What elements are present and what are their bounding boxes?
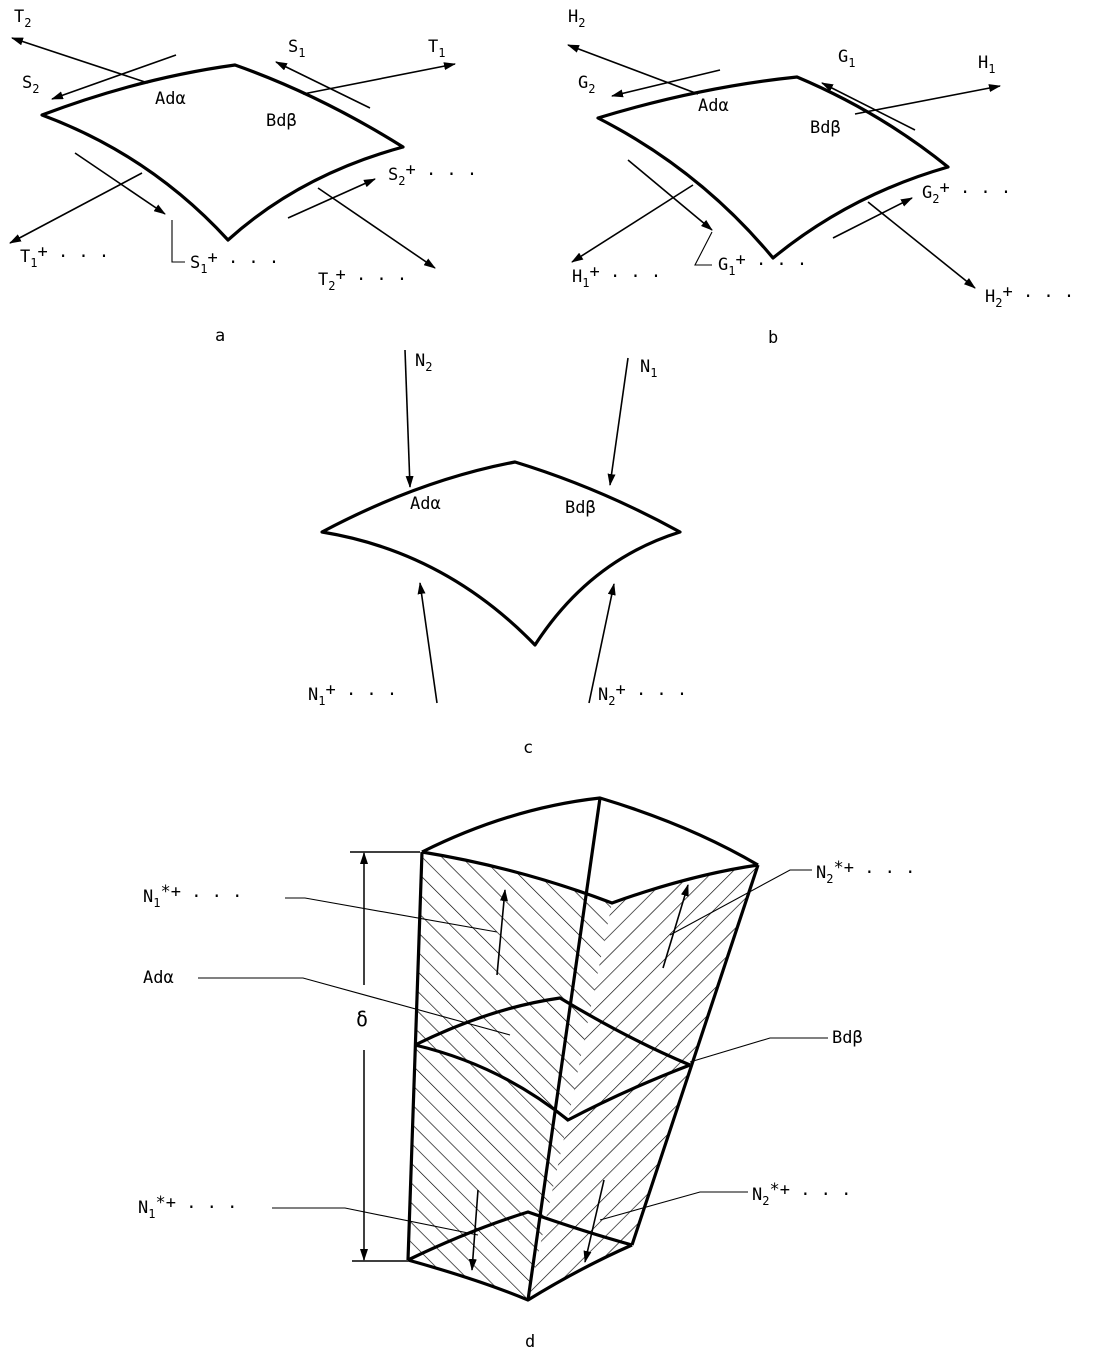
caption-b: b bbox=[768, 328, 778, 348]
arrow-T1plus bbox=[9, 172, 143, 244]
label-Ada-c: Adα bbox=[410, 494, 441, 514]
arrow-N2 bbox=[404, 349, 414, 488]
shell-element-c bbox=[320, 460, 682, 647]
arrow-S2 bbox=[51, 54, 177, 100]
label-Bdb-b: Bdβ bbox=[810, 118, 841, 138]
leader-N1star-top bbox=[285, 897, 498, 933]
arrow-S1plus bbox=[74, 152, 166, 215]
label-T1plus: T1+ . . . bbox=[20, 242, 109, 270]
label-S1: S1 bbox=[288, 37, 305, 60]
label-G1: G1 bbox=[838, 47, 855, 70]
label-T2: T2 bbox=[14, 7, 31, 30]
leader-Ada bbox=[198, 977, 511, 1036]
label-Ada-d: Adα bbox=[143, 968, 174, 988]
label-G2: G2 bbox=[578, 73, 595, 96]
label-S2: S2 bbox=[22, 73, 39, 96]
leader-Bdb bbox=[689, 1037, 828, 1063]
caption-d: d bbox=[525, 1332, 535, 1352]
arrow-T1 bbox=[302, 62, 456, 95]
arrow-N1star-bot bbox=[468, 1189, 479, 1271]
top-edge-front bbox=[421, 850, 759, 905]
label-Ada-a: Adα bbox=[155, 89, 186, 109]
label-Ada-b: Adα bbox=[698, 96, 729, 116]
label-T1: T1 bbox=[428, 37, 445, 60]
right-edge bbox=[630, 864, 760, 1246]
label-N1star-bot: N1*+ . . . bbox=[138, 1193, 237, 1221]
label-Bdb-a: Bdβ bbox=[266, 111, 297, 131]
mid-surface-edge bbox=[414, 996, 691, 1067]
label-N1star-top: N1*+ . . . bbox=[143, 882, 242, 910]
label-S1plus: S1+ . . . bbox=[190, 248, 279, 276]
label-G1plus: G1+ . . . bbox=[718, 250, 807, 278]
arrow-N2star-top bbox=[662, 884, 689, 969]
arrow-N2star-bot bbox=[583, 1179, 605, 1263]
arrow-H2plus bbox=[867, 201, 976, 289]
arrow-H2 bbox=[567, 44, 699, 95]
arrow-T2plus bbox=[317, 187, 436, 269]
mid-surface-front bbox=[414, 1043, 691, 1122]
arrow-T2 bbox=[11, 37, 149, 84]
arrow-S1 bbox=[275, 61, 371, 109]
caption-a: a bbox=[215, 326, 225, 346]
label-N2star-bot: N2*+ . . . bbox=[752, 1180, 851, 1208]
arrow-N2plus bbox=[588, 583, 616, 704]
arrow-S2plus bbox=[287, 178, 376, 219]
leader-G1plus bbox=[694, 231, 713, 266]
panel-c: N2 N1 Adα Bdβ N1+ . . . N2+ . . . c bbox=[308, 349, 687, 758]
shell-element-b bbox=[596, 75, 950, 260]
label-H1plus: H1+ . . . bbox=[572, 262, 661, 290]
panel-a: T2 S2 S1 T1 Adα Bdβ S2+ . . . T1+ . . . … bbox=[9, 7, 477, 346]
arrow-G1plus bbox=[627, 159, 713, 231]
arrow-G2plus bbox=[832, 197, 913, 239]
leader-S1plus bbox=[171, 220, 185, 263]
arrow-H1 bbox=[854, 84, 1001, 115]
label-Bdb-c: Bdβ bbox=[565, 498, 596, 518]
arrow-H1plus bbox=[571, 184, 694, 263]
panel-b: H2 G2 G1 H1 Adα Bdβ G2+ . . . H1+ . . . … bbox=[567, 7, 1074, 348]
label-N1: N1 bbox=[640, 357, 657, 380]
label-Bdb-d: Bdβ bbox=[832, 1028, 863, 1048]
leader-N2star-top bbox=[669, 869, 812, 936]
left-edge bbox=[406, 851, 424, 1261]
label-N1plus: N1+ . . . bbox=[308, 680, 397, 708]
leader-N2star-bot bbox=[599, 1191, 748, 1221]
label-H2: H2 bbox=[568, 7, 585, 30]
shell-element-a bbox=[40, 63, 405, 242]
label-delta: δ bbox=[356, 1007, 368, 1031]
arrow-G1 bbox=[821, 82, 916, 131]
label-S2plus: S2+ . . . bbox=[388, 160, 477, 188]
label-N2star-top: N2*+ . . . bbox=[816, 858, 915, 886]
leader-N1star-bot bbox=[272, 1207, 479, 1236]
label-G2plus: G2+ . . . bbox=[922, 178, 1011, 206]
label-N2plus: N2+ . . . bbox=[598, 680, 687, 708]
label-N2: N2 bbox=[415, 351, 432, 374]
arrow-N1star-top bbox=[496, 889, 508, 976]
label-T2plus: T2+ . . . bbox=[318, 265, 407, 293]
bottom-edge-front bbox=[407, 1243, 633, 1302]
arrow-N1plus bbox=[417, 582, 438, 704]
bottom-edge-back bbox=[407, 1210, 633, 1262]
arrow-N1 bbox=[607, 357, 629, 486]
label-H2plus: H2+ . . . bbox=[985, 282, 1074, 310]
hatched-face-left bbox=[408, 852, 612, 1300]
label-H1: H1 bbox=[978, 53, 995, 76]
caption-c: c bbox=[523, 738, 533, 758]
arrow-G2 bbox=[611, 69, 721, 98]
panel-d: δ N1*+ . . . N2*+ . . . Adα Bdβ N1*+ . .… bbox=[138, 796, 915, 1352]
